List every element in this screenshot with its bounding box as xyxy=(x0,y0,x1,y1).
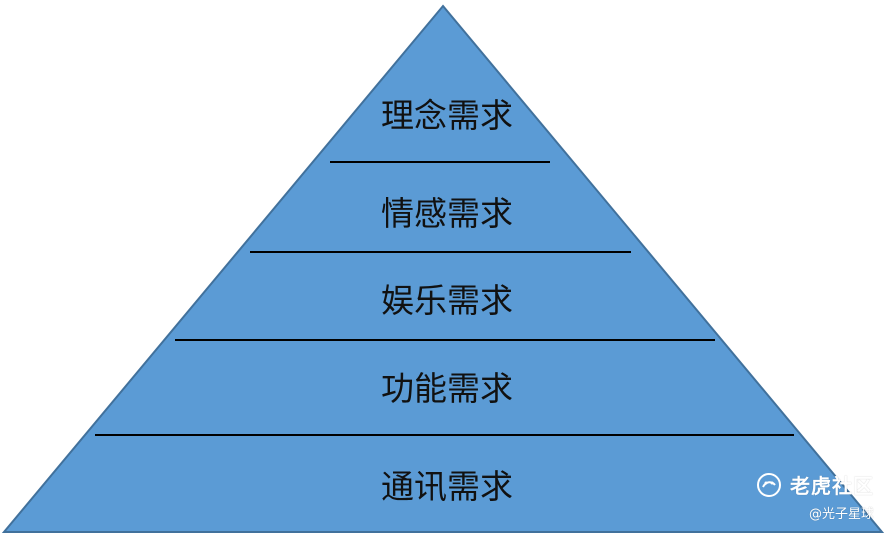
watermark-brand-row: 老虎社区 xyxy=(734,470,874,499)
layer-label-emotion: 情感需求 xyxy=(381,194,513,233)
layer-label-function: 功能需求 xyxy=(381,369,513,408)
pyramid-shape xyxy=(1,4,885,533)
tiger-logo-icon xyxy=(757,472,781,497)
watermark-brand: 老虎社区 xyxy=(790,474,874,498)
watermark: 老虎社区 @光子星球 xyxy=(734,470,874,530)
layer-label-ideal: 理念需求 xyxy=(381,96,513,135)
layer-label-communication: 通讯需求 xyxy=(381,467,513,506)
watermark-subtitle: @光子星球 xyxy=(808,507,874,522)
layer-label-entertainment: 娱乐需求 xyxy=(381,281,513,320)
